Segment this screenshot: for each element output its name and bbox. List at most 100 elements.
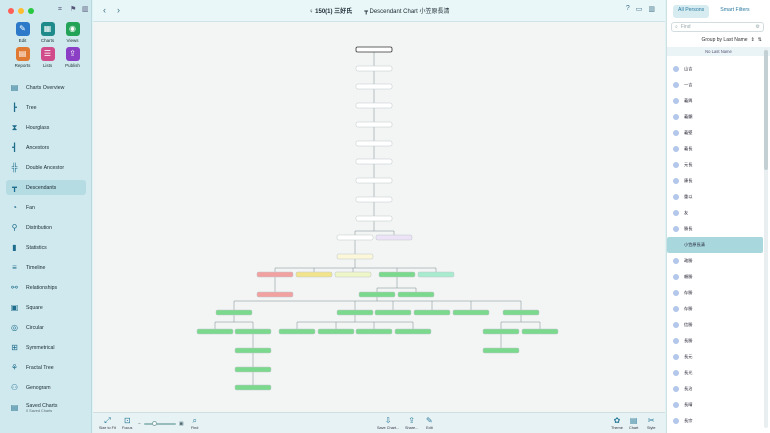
person-node[interactable] [256, 291, 294, 298]
person-row[interactable]: 義堅 [667, 125, 763, 141]
person-row[interactable]: 政勝 [667, 253, 763, 269]
publish-tool-button[interactable]: ⇪Publish [65, 47, 80, 68]
person-row[interactable]: 山吉 [667, 61, 763, 77]
person-row[interactable]: 長宗 [667, 413, 763, 429]
person-node[interactable] [413, 309, 451, 316]
style-button[interactable]: ✂Style [647, 416, 656, 430]
person-node[interactable] [355, 102, 393, 109]
chart-canvas[interactable] [93, 22, 665, 412]
zoom-window-button[interactable] [28, 8, 34, 14]
person-node[interactable] [355, 328, 393, 335]
person-node[interactable] [355, 121, 393, 128]
sidebar-item-fractal-tree[interactable]: ⚘Fractal Tree [10, 363, 54, 372]
scrollbar-thumb[interactable] [764, 50, 768, 170]
minimize-window-button[interactable] [18, 8, 24, 14]
person-node[interactable] [355, 215, 393, 222]
sidebar-item-descendants[interactable]: ┳Descendants [6, 180, 86, 195]
person-row[interactable]: 康長 [667, 173, 763, 189]
group-by-select[interactable]: Group by Last Name ⇕ ⇅ [671, 35, 762, 45]
sidebar-item-circular[interactable]: ◎Circular [11, 323, 44, 332]
person-node[interactable] [336, 309, 374, 316]
focus-button[interactable]: ⊡Focus [122, 416, 133, 430]
lists-tool-button[interactable]: ☰Lists [35, 47, 60, 68]
find-button[interactable]: ⌕Find [191, 416, 199, 430]
person-node[interactable] [355, 140, 393, 147]
person-node[interactable] [336, 234, 374, 241]
zoom-slider-knob[interactable] [152, 421, 158, 426]
person-node[interactable] [521, 328, 559, 335]
person-node[interactable] [355, 83, 393, 90]
person-node[interactable] [355, 158, 393, 165]
help-icon[interactable]: ? [625, 5, 630, 12]
person-row[interactable]: 義興 [667, 93, 763, 109]
person-node[interactable] [358, 291, 396, 298]
person-node[interactable] [215, 309, 253, 316]
person-node[interactable] [256, 271, 294, 278]
sidebar-item-distribution[interactable]: ⚲Distribution [11, 223, 52, 232]
zoom-in-icon[interactable]: ▣ [178, 421, 184, 427]
chart-options-button[interactable]: ▤Chart [629, 416, 639, 430]
tab-smart-filters[interactable]: Smart Filters [720, 7, 750, 13]
folder-icon[interactable]: ▭ [635, 6, 643, 13]
person-row[interactable]: 存勝 [667, 301, 763, 317]
sidebar-item-timeline[interactable]: ≡Timeline [6, 260, 86, 275]
person-row[interactable]: 信勝 [667, 317, 763, 333]
person-node[interactable] [355, 65, 393, 72]
person-node[interactable] [482, 347, 520, 354]
sidebar-item-statistics[interactable]: ▮Statistics [6, 240, 86, 255]
back-arrow-icon[interactable]: ‹ [103, 5, 106, 15]
inspector-toggle-icon[interactable]: ▥ [648, 6, 655, 13]
person-node[interactable] [374, 309, 412, 316]
save-chart-button[interactable]: ⇩Save Chart... [377, 416, 400, 430]
person-row[interactable]: 重以 [667, 189, 763, 205]
settings-gear-icon[interactable]: ⚙ [755, 24, 760, 30]
person-row[interactable]: 義顯 [667, 109, 763, 125]
person-row[interactable]: 存勝 [667, 285, 763, 301]
descendant-chart[interactable] [93, 22, 665, 412]
person-node[interactable] [317, 328, 355, 335]
person-row[interactable]: 長治 [667, 381, 763, 397]
person-row[interactable]: 長晴 [667, 397, 763, 413]
person-selector[interactable]: ♀ 150(1) 三好氏 [309, 6, 352, 15]
sidebar-item-fan[interactable]: ◔Fan [6, 200, 86, 215]
person-row[interactable]: 長元 [667, 349, 763, 365]
tag-icon[interactable]: ⌗ [58, 6, 62, 13]
sidebar-item-square[interactable]: ▣Square [10, 303, 43, 312]
sidebar-toggle-icon[interactable]: ▥ [82, 6, 89, 13]
share-button[interactable]: ⇪Share... [405, 416, 419, 430]
person-node[interactable] [234, 328, 272, 335]
person-row[interactable]: 小笠原長清 [667, 237, 763, 253]
sidebar-item-tree[interactable]: ┣Tree [6, 100, 86, 115]
views-tool-button[interactable]: ◉Views [65, 22, 80, 43]
chart-selector[interactable]: ┳ Descendant Chart 小笠原長清 [364, 6, 449, 15]
person-node[interactable] [334, 271, 372, 278]
person-node[interactable] [417, 271, 455, 278]
person-row[interactable]: 友 [667, 205, 763, 221]
person-node[interactable] [397, 291, 435, 298]
person-node[interactable] [452, 309, 490, 316]
person-node[interactable] [278, 328, 316, 335]
person-row[interactable]: 勝長 [667, 221, 763, 237]
person-row[interactable]: 長光 [667, 365, 763, 381]
forward-arrow-icon[interactable]: › [117, 5, 120, 15]
person-row[interactable]: 元長 [667, 157, 763, 173]
person-row[interactable]: 一吉 [667, 77, 763, 93]
zoom-out-icon[interactable]: − [138, 421, 141, 427]
edit-button[interactable]: ✎Edit [426, 416, 433, 430]
bookmark-icon[interactable]: ⚑ [70, 6, 77, 13]
person-node[interactable] [355, 46, 393, 53]
sidebar-item-symmetrical[interactable]: ⊞Symmetrical [11, 343, 55, 352]
edit-tool-button[interactable]: ✎Edit [10, 22, 35, 43]
zoom-slider[interactable] [143, 421, 176, 426]
sidebar-item-charts-overview[interactable]: ▤Charts Overview [10, 83, 65, 92]
person-node[interactable] [482, 328, 520, 335]
reports-tool-button[interactable]: ▤Reports [14, 47, 31, 68]
person-node[interactable] [234, 366, 272, 373]
person-node[interactable] [502, 309, 540, 316]
person-row[interactable]: 長勝 [667, 333, 763, 349]
person-node[interactable] [375, 234, 413, 241]
person-node[interactable] [295, 271, 333, 278]
sidebar-item-double-ancestor[interactable]: ╬Double Ancestor [11, 163, 65, 172]
tab-all-persons[interactable]: All Persons [673, 5, 710, 18]
persons-scrollbar[interactable] [764, 48, 768, 428]
